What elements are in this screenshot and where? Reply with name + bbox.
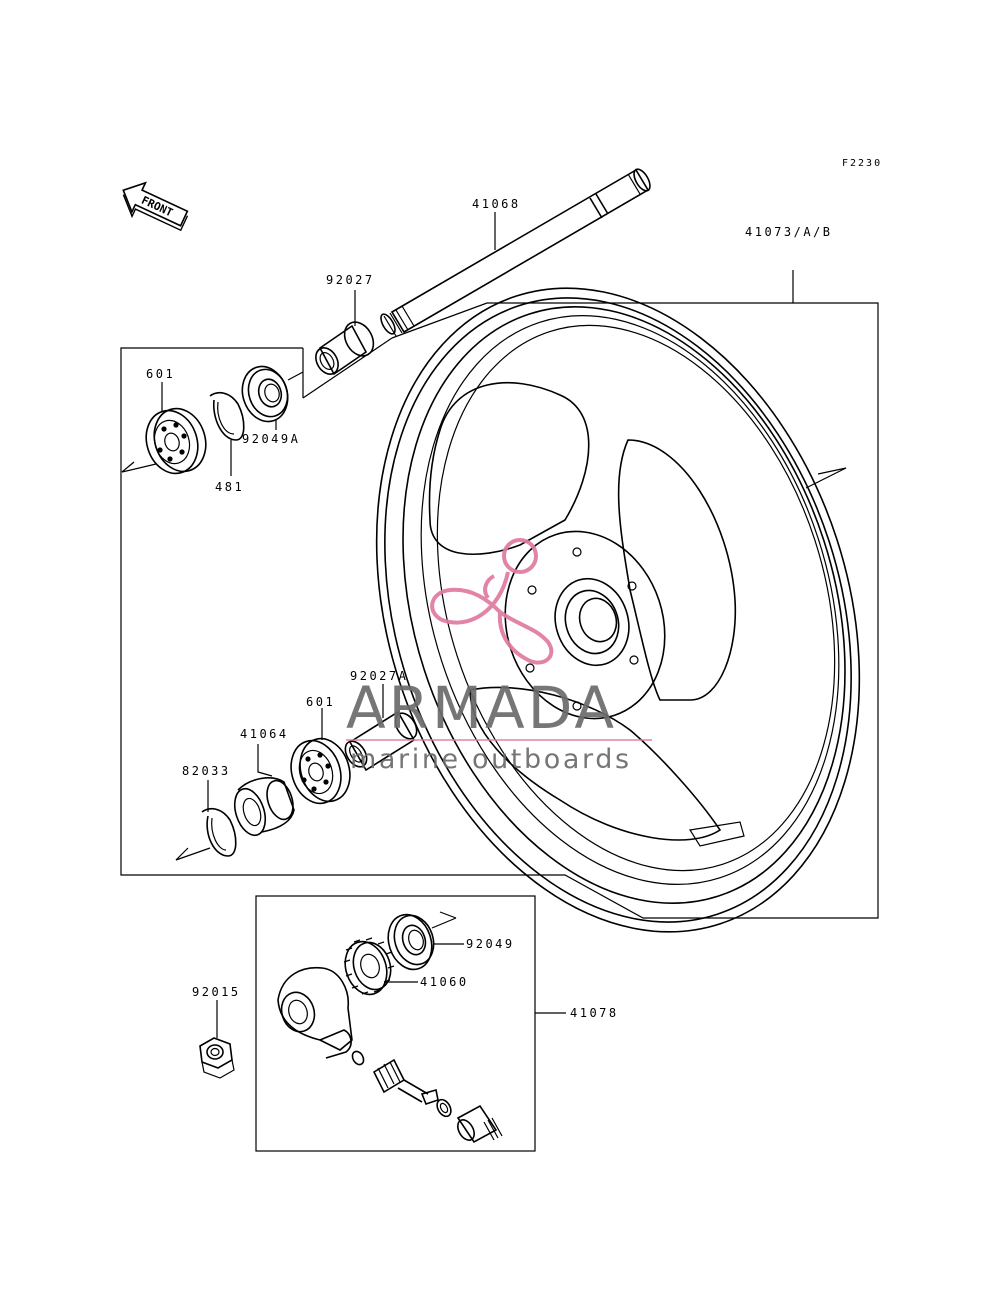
wheel-group-frame [120,302,879,919]
circlip-481 [209,391,245,441]
label-92049: 92049 [466,937,515,951]
label-92027A: 92027A [350,669,408,683]
label-601-mid: 601 [306,695,335,709]
figure-code: F2230 [842,158,882,169]
label-92027: 92027 [326,273,375,287]
label-481: 481 [215,480,244,494]
oil-seal-92049A [241,365,289,423]
front-arrow-icon: FRONT [122,181,189,232]
axis-mark-left-bottom [175,847,211,861]
gear-assembly-frame [255,895,536,1152]
axle-nut-92015 [199,1037,235,1079]
leader-41064 [257,744,273,777]
gear-housing [277,966,353,1059]
bearing-601-mid [290,737,351,805]
axle-41068 [380,168,651,337]
label-82033: 82033 [182,764,231,778]
watermark-brand: ARMADA [346,674,617,742]
watermark: ARMADA marine outboards [346,538,652,775]
wheel-41073 [375,287,861,933]
label-41068: 41068 [472,197,521,211]
collar-41064 [233,777,295,837]
pinion-gear [351,1050,439,1105]
label-92015: 92015 [192,985,241,999]
armada-logo-icon [430,538,554,665]
oil-seal-92049 [387,913,435,971]
axis-mark-right [817,467,847,475]
axis-mark-left-top [121,463,157,473]
label-92049A: 92049A [242,432,300,446]
watermark-tagline: marine outboards [350,744,632,775]
leader-41073 [391,270,794,339]
label-601-top: 601 [146,367,175,381]
spacer-92027 [315,321,375,376]
circlip-82033 [201,807,237,857]
label-41073: 41073/A/B [745,225,833,239]
bearing-601-top [145,407,207,475]
label-41078: 41078 [570,1006,619,1020]
label-41060: 41060 [420,975,469,989]
label-41064: 41064 [240,727,289,741]
drive-gear-41060 [343,937,395,996]
bushing [436,1098,452,1118]
threaded-sleeve [456,1104,503,1144]
